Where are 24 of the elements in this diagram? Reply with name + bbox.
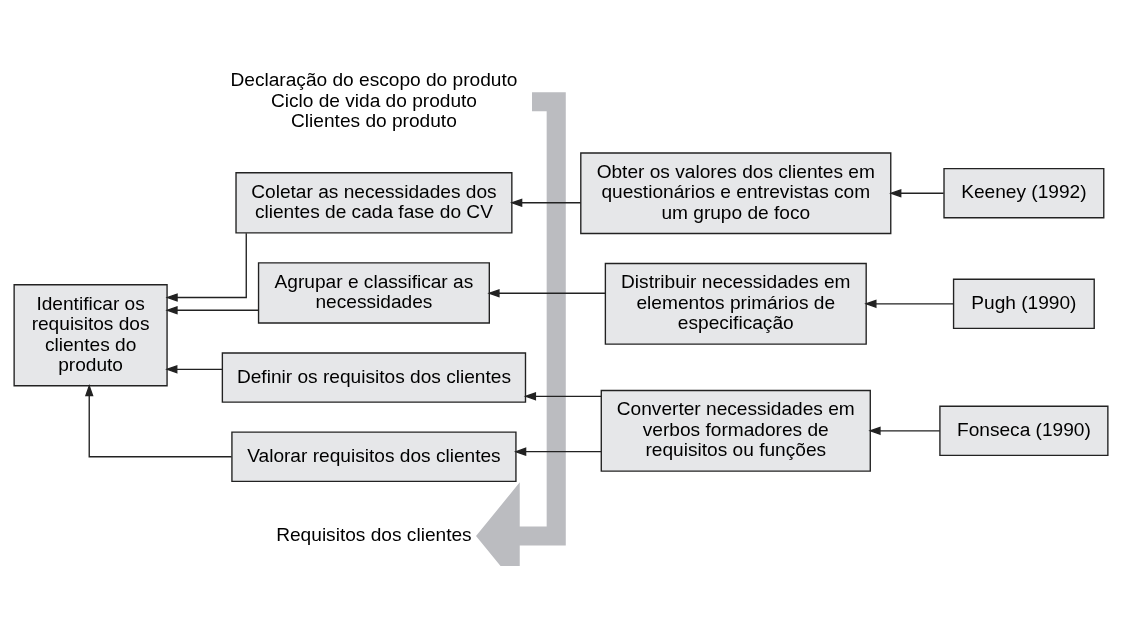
node-box: Agrupar e classificar as necessidades [257,261,490,324]
node-text: Requisitos dos clientes [276,523,472,545]
node-box: Definir os requisitos dos clientes [221,351,527,403]
arrow [84,383,233,457]
arrow [510,197,582,207]
node-box: Obter os valores dos clientes em questionários e entrevistas com um grupo de foco [580,151,892,234]
arrow [165,364,223,374]
node-box: Converter necessidades em verbos formadores de requisitos ou funções [600,389,871,472]
arrow [864,299,955,308]
node-box: Coletar as necessidades dos clientes de cada fase do CV [235,171,513,233]
arrow [513,446,602,456]
arrow [487,288,606,298]
arrow [889,188,945,198]
arrow [165,232,247,302]
arrow [523,391,602,401]
node-text: Declaração do escopo do produto Ciclo de vida do produto Clientes do produto [230,68,518,131]
node-box: Pugh (1990) [952,278,1095,329]
node-box: Distribuir necessidades em elementos primários de especificação [604,262,867,345]
node-box: Fonseca (1990) [939,405,1109,456]
arrow [165,305,259,314]
node-box: Identificar os requisitos dos clientes do produto [13,283,168,386]
node-box: Valorar requisitos dos clientes [231,431,517,482]
node-box: Keeney (1992) [943,167,1105,218]
arrow [868,426,941,435]
